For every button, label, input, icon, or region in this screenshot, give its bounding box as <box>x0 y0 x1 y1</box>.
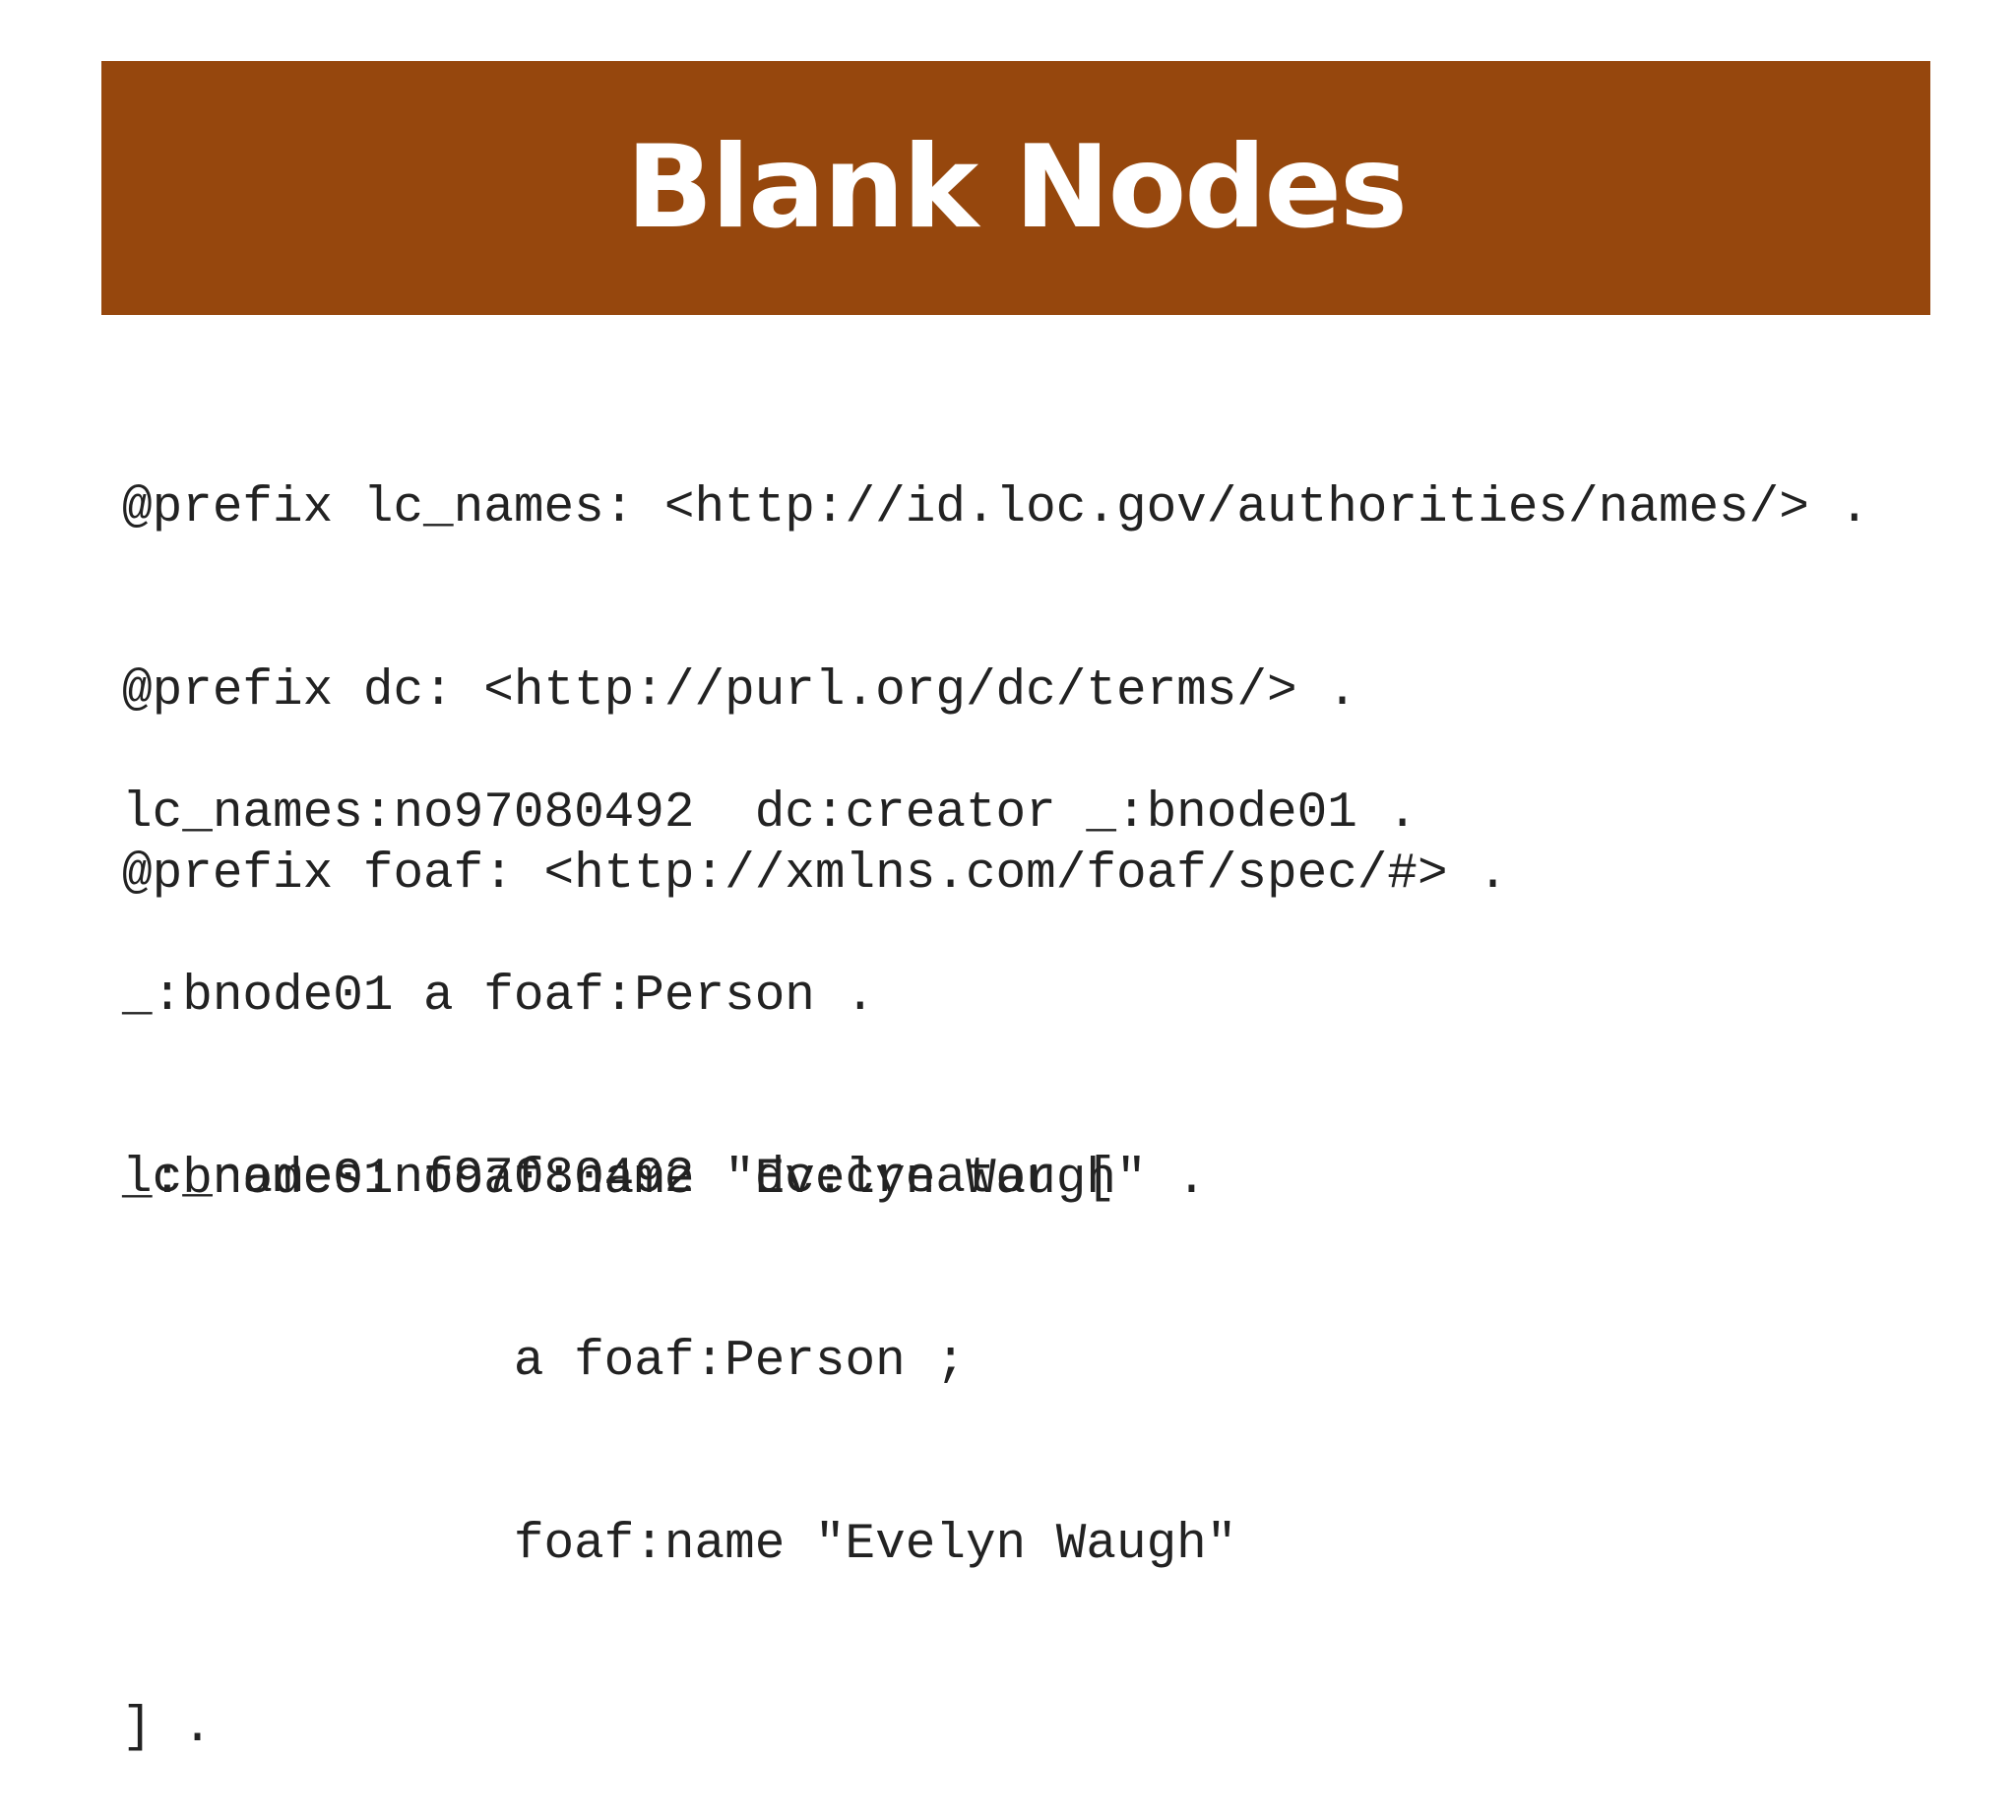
code-line-bracket: ] . <box>122 1700 213 1756</box>
code-line-triple: _:bnode01 foaf:name "Evelyn Waugh" . <box>122 1152 1207 1208</box>
code-line-prefix-dc: @prefix dc: <http://purl.org/dc/terms/> … <box>122 663 1357 720</box>
code-line-bracket: lc_names:no97080492 dc:creator [ <box>122 1151 1116 1207</box>
slide-title: Blank Nodes <box>625 121 1408 254</box>
code-line-prefix-foaf: @prefix foaf: <http://xmlns.com/foaf/spe… <box>122 847 1508 903</box>
title-bar: Blank Nodes <box>101 61 1930 315</box>
code-line-triple: _:bnode01 a foaf:Person . <box>122 969 876 1025</box>
code-line-bracket: a foaf:Person ; <box>122 1334 966 1390</box>
blank-node-triples: lc_names:no97080492 dc:creator _:bnode01… <box>122 661 1418 1272</box>
code-line-bracket: foaf:name "Evelyn Waugh" <box>122 1517 1237 1573</box>
prefix-declarations: @prefix lc_names: <http://id.loc.gov/aut… <box>122 356 1869 967</box>
bracket-notation-block: lc_names:no97080492 dc:creator [ a foaf:… <box>122 1027 1236 1820</box>
code-line-prefix-lc-names: @prefix lc_names: <http://id.loc.gov/aut… <box>122 480 1870 536</box>
code-line-triple: lc_names:no97080492 dc:creator _:bnode01… <box>122 785 1418 842</box>
